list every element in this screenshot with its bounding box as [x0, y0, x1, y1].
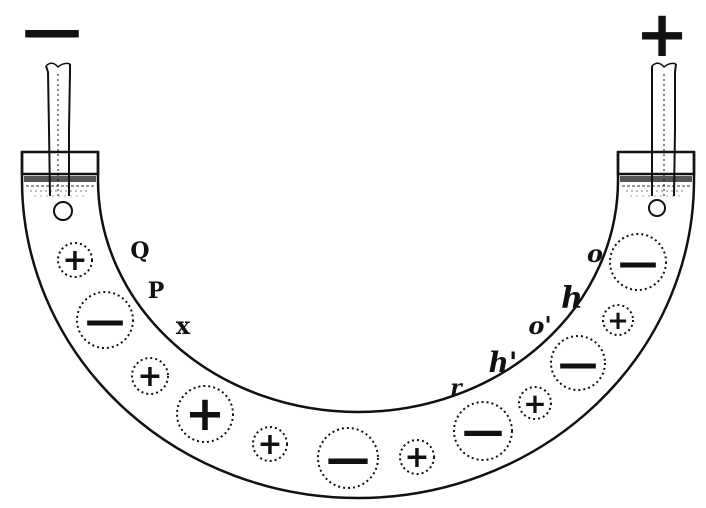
particle: + [176, 385, 234, 443]
particle-sign: + [257, 427, 282, 462]
label-o: o [587, 239, 603, 268]
particle-sign: — [85, 298, 125, 344]
label-r: r [450, 375, 463, 401]
particle: — [550, 335, 606, 391]
negative-electrode-tip [53, 201, 73, 221]
particle: + [252, 426, 288, 462]
particle-sign: — [558, 341, 598, 387]
particle-sign: + [137, 359, 162, 394]
right-tube-cap [616, 150, 696, 176]
particle: — [453, 401, 513, 461]
positive-electrode-sign: + [635, 0, 689, 72]
particle-sign: — [618, 240, 658, 286]
particle-sign: + [607, 306, 629, 336]
left-liquid-surface [24, 176, 96, 197]
label-o-prime: o' [528, 311, 551, 340]
label-h-prime: h' [489, 346, 518, 379]
particle: + [602, 304, 634, 336]
particle: + [57, 242, 93, 278]
particle-sign: + [523, 387, 546, 420]
label-p: P [148, 278, 165, 304]
particle: — [76, 291, 134, 349]
negative-electrode [45, 62, 73, 221]
particle-sign: + [62, 243, 87, 278]
particle-sign: — [462, 406, 504, 455]
particles: + — + + + — + — [57, 233, 667, 489]
particle-sign: + [404, 440, 429, 475]
u-tube-outer-wall [20, 152, 696, 500]
particle: + [518, 386, 552, 420]
u-tube-inner-wall [96, 152, 620, 414]
positive-electrode [648, 62, 677, 217]
negative-electrode-sign: — [22, 0, 82, 65]
right-liquid-surface [620, 176, 692, 197]
label-h: h [561, 281, 583, 316]
left-tube-cap [20, 150, 100, 176]
particle-sign: — [326, 433, 370, 484]
label-q: Q [130, 238, 149, 264]
particle-sign: + [185, 386, 225, 442]
label-x: x [176, 311, 191, 340]
particle: — [609, 233, 667, 291]
particle: — [317, 427, 379, 489]
particle: + [399, 439, 435, 475]
positive-electrode-tip [648, 199, 666, 217]
particle: + [131, 357, 169, 395]
